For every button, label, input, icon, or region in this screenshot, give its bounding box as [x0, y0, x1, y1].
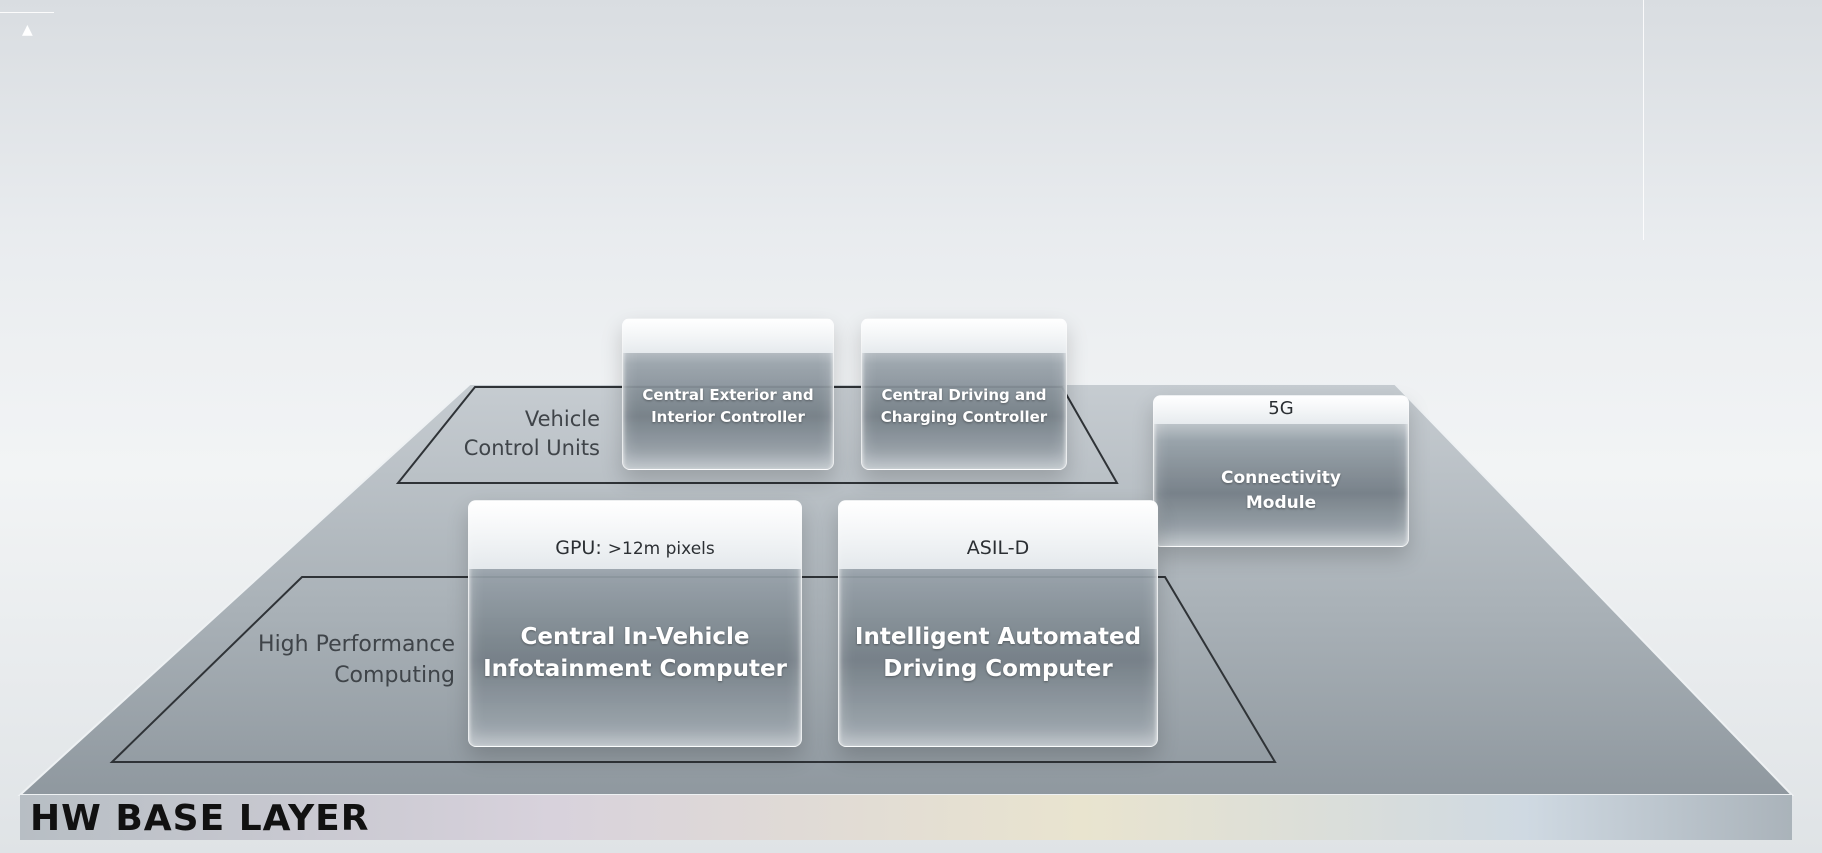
module-top-face — [1154, 396, 1408, 424]
module-tag-gpu: GPU: >12m pixels — [469, 537, 801, 559]
module-top-face — [839, 501, 1157, 569]
central-driving-charging-controller-module: Central Driving and Charging Controller — [861, 318, 1067, 470]
vehicle-control-units-label: Vehicle Control Units — [463, 407, 600, 461]
intelligent-automated-driving-computer-module: ASIL-D Intelligent Automated Driving Com… — [838, 500, 1158, 747]
module-top-face — [469, 501, 801, 569]
right-accent-line — [1643, 0, 1644, 240]
gpu-tag-prefix: GPU: — [555, 537, 602, 559]
module-top-face — [623, 319, 833, 353]
connectivity-module: 5G Connectivity Module — [1153, 395, 1409, 547]
module-tag-5g: 5G — [1268, 398, 1294, 419]
module-label: Connectivity Module — [1220, 468, 1342, 513]
top-accent-line — [0, 12, 54, 13]
triangle-up-icon: ▲ — [22, 22, 33, 38]
module-tag-asil: ASIL-D — [966, 537, 1030, 559]
module-label: Central Exterior and Interior Controller — [642, 386, 814, 426]
central-exterior-interior-controller-module: Central Exterior and Interior Controller — [622, 318, 834, 470]
layer-title: HW BASE LAYER — [30, 798, 370, 839]
module-label: Intelligent Automated Driving Computer — [854, 624, 1142, 683]
module-label: Central In-Vehicle Infotainment Computer — [483, 624, 787, 683]
high-performance-computing-label: High Performance Computing — [258, 632, 455, 688]
module-top-face — [862, 319, 1066, 353]
central-infotainment-computer-module: GPU: >12m pixels Central In-Vehicle Info… — [468, 500, 802, 747]
base-platform-edge — [20, 795, 1792, 840]
module-label: Central Driving and Charging Controller — [880, 386, 1048, 426]
gpu-tag-value: >12m pixels — [607, 539, 715, 559]
